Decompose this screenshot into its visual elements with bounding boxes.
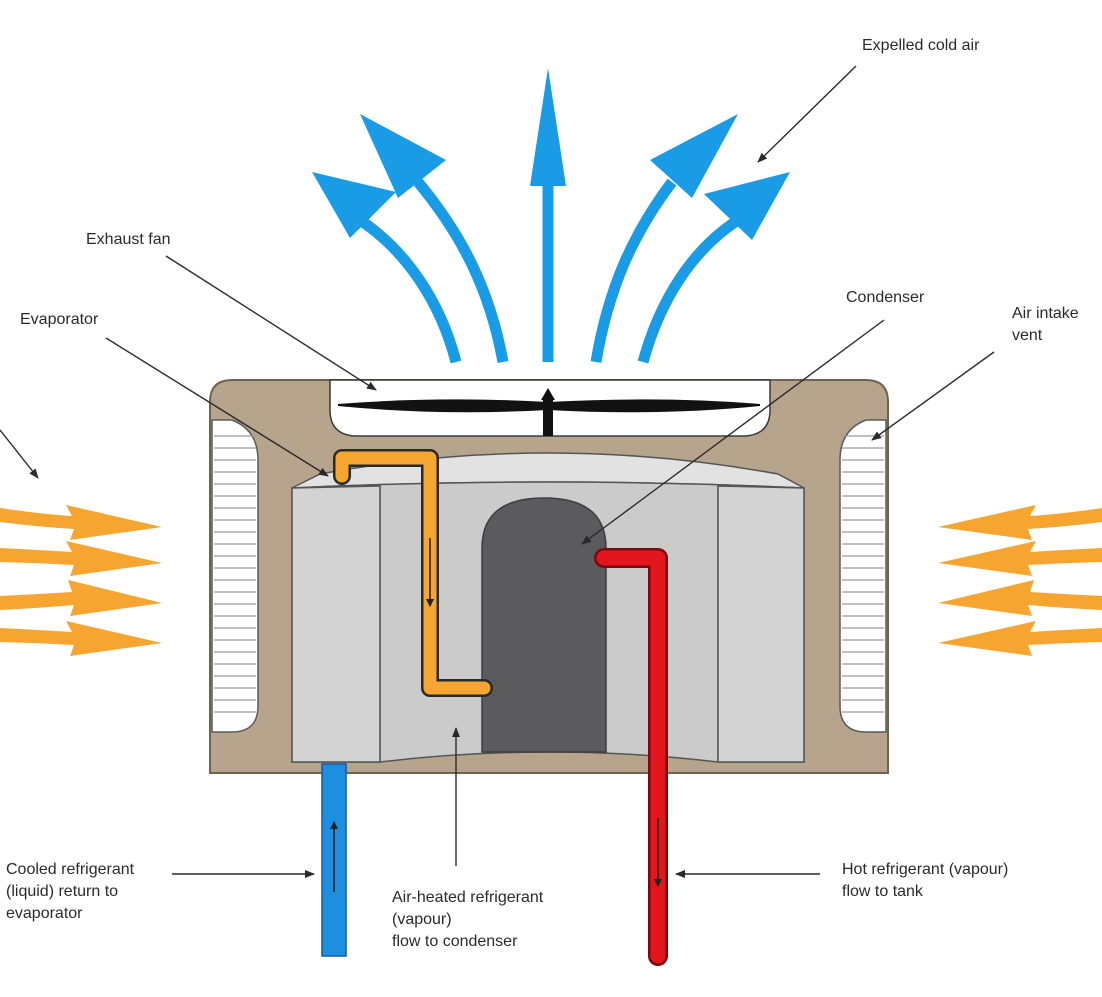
exhaust-fan [338,388,760,436]
warm-air-right-3 [938,580,1102,616]
fan-shaft [543,398,553,436]
evaporator-right-face [717,485,805,763]
warm-air-right-1 [938,505,1102,540]
warm-air-left [0,505,162,656]
fan-blade-right [548,399,760,413]
leader-condenser [581,319,885,545]
cold-air-arrowhead-3 [530,68,566,186]
label-hot-refrigerant: Hot refrigerant (vapour) flow to tank [842,861,1013,900]
evaporator-left-face [291,485,381,763]
label-air-heated-refrigerant: Air-heated refrigerant (vapour) flow to … [392,889,548,950]
leader-left-intake [0,429,39,479]
cold-air-arrow-2 [413,178,509,363]
warm-air-left-3 [0,580,162,616]
fan-blade-left [338,399,548,413]
label-condenser: Condenser [846,289,925,306]
leader-lines [0,65,995,878]
cold-air-arrowheads [312,68,790,240]
leader-expelled-cold-air [757,65,857,163]
cold-air-arrowhead-5 [704,172,790,240]
cold-air-arrow-1 [356,215,462,364]
fan-hub [541,388,555,400]
cold-air-arrows [356,178,742,364]
cold-air-arrowhead-2 [360,114,446,198]
label-evaporator: Evaporator [20,311,99,328]
warm-air-right-4 [938,621,1102,656]
right-vent [839,419,887,733]
leader-exhaust-fan [165,255,377,391]
left-vent [211,419,259,733]
warm-air-left-1 [0,505,162,540]
cold-air-arrow-5 [637,215,742,364]
warm-air-left-4 [0,621,162,656]
label-exhaust-fan: Exhaust fan [86,231,171,248]
label-cooled-refrigerant: Cooled refrigerant (liquid) return to ev… [6,861,139,922]
orange-pipe [333,449,493,697]
label-air-intake-vent: Air intake vent [1012,305,1083,344]
warm-air-left-2 [0,541,162,576]
labels: Expelled cold air Exhaust fan Evaporator… [6,37,1083,950]
cold-air-arrowhead-4 [650,114,738,198]
condenser-core [481,497,607,753]
warm-air-right-2 [938,541,1102,576]
cold-air-arrow-4 [590,178,677,363]
warm-air-right [938,505,1102,656]
label-expelled-cold-air: Expelled cold air [862,37,980,54]
cold-air-arrowhead-1 [312,172,396,238]
leader-evaporator [105,337,329,477]
leader-air-intake-vent [871,351,995,441]
